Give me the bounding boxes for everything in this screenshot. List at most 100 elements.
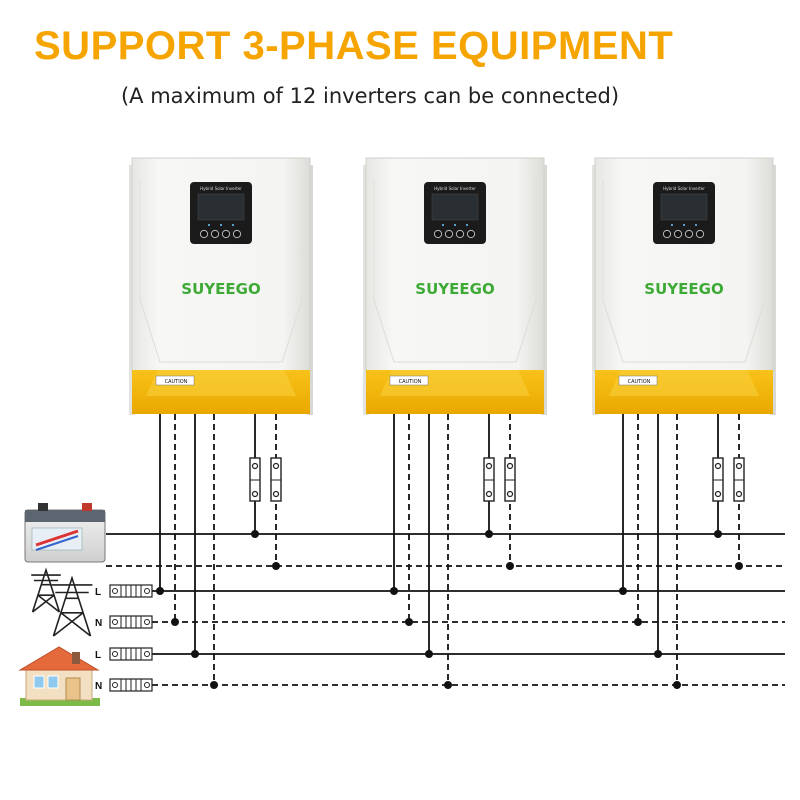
inverter-group: Hybrid Solar InverterSUYEEGOCAUTIONHybri…	[129, 157, 776, 415]
junction-dot	[390, 587, 398, 595]
lcd-screen	[660, 193, 708, 221]
house-roof	[18, 646, 100, 671]
wiring-group	[106, 414, 785, 689]
caution-label	[389, 375, 429, 386]
inverter-facet	[602, 180, 766, 300]
inverter-facet	[139, 299, 303, 363]
control-button	[662, 229, 672, 239]
tower-left	[31, 567, 61, 613]
inverter-facet	[602, 299, 766, 363]
fuse-terminal	[735, 490, 743, 498]
terminal-screw	[144, 619, 150, 625]
tower-right	[51, 575, 93, 637]
junction-dot	[405, 618, 413, 626]
fuse-terminal	[272, 490, 280, 498]
brand-logo: SUYEEGO	[415, 280, 494, 298]
control-button	[673, 229, 683, 239]
terminal-block: L	[95, 647, 153, 661]
fuse-terminal	[272, 462, 280, 470]
fuse-terminal	[485, 490, 493, 498]
fuse-terminal	[506, 490, 514, 498]
terminal-label: N	[95, 618, 102, 629]
terminal-block: L	[95, 584, 153, 598]
terminal-screw	[112, 588, 118, 594]
caution-text: CAUTION	[165, 379, 188, 385]
terminal-label: N	[95, 681, 102, 692]
house-window	[33, 675, 45, 689]
junction-dot	[654, 650, 662, 658]
grid-tower-icon	[31, 567, 93, 637]
house-door	[65, 677, 81, 701]
battery-terminal-pos	[82, 503, 92, 511]
control-button	[232, 229, 242, 239]
terminal-screw	[144, 651, 150, 657]
battery-terminal-neg	[38, 503, 48, 511]
junction-dot	[210, 681, 218, 689]
fuse-terminal	[714, 462, 722, 470]
terminal-screw	[144, 588, 150, 594]
control-button	[455, 229, 465, 239]
inverter-facet	[373, 299, 537, 363]
lawn	[20, 698, 100, 706]
caution-label	[618, 375, 658, 386]
junction-dot	[619, 587, 627, 595]
control-button	[695, 229, 705, 239]
brand-logo: SUYEEGO	[181, 280, 260, 298]
house-icon	[18, 646, 100, 706]
control-button	[199, 229, 209, 239]
terminal-screw	[112, 651, 118, 657]
page-subtitle: (A maximum of 12 inverters can be connec…	[120, 84, 620, 108]
junction-dot	[444, 681, 452, 689]
control-button	[444, 229, 454, 239]
caution-label	[155, 375, 195, 386]
display-caption: Hybrid Solar Inverter	[200, 186, 242, 191]
battery-lid	[25, 510, 105, 522]
display-caption: Hybrid Solar Inverter	[434, 186, 476, 191]
source-group: L N L N	[18, 503, 153, 706]
junction-dot	[506, 562, 514, 570]
junction-dot	[171, 618, 179, 626]
control-button	[221, 229, 231, 239]
terminal-screw	[112, 682, 118, 688]
page-title: SUPPORT 3-PHASE EQUIPMENT	[34, 24, 674, 68]
junction-dot	[714, 530, 722, 538]
fuse-terminal	[714, 490, 722, 498]
control-button	[684, 229, 694, 239]
junction-dot	[191, 650, 199, 658]
battery-stripe	[35, 535, 79, 551]
fuse-terminal	[735, 462, 743, 470]
status-led	[683, 224, 685, 226]
battery-icon	[24, 503, 106, 563]
junction-dot	[634, 618, 642, 626]
inverter-facet	[373, 180, 537, 300]
caution-text: CAUTION	[399, 379, 422, 385]
lcd-screen	[197, 193, 245, 221]
fuse-terminal	[251, 462, 259, 470]
terminal-label: L	[95, 587, 101, 598]
tower-frame	[31, 567, 61, 613]
lcd-screen	[431, 193, 479, 221]
junction-dot	[156, 587, 164, 595]
status-led	[466, 224, 468, 226]
control-button	[466, 229, 476, 239]
status-led	[220, 224, 222, 226]
junction-dot	[425, 650, 433, 658]
status-led	[671, 224, 673, 226]
status-led	[232, 224, 234, 226]
caution-text: CAUTION	[628, 379, 651, 385]
junction-dot	[485, 530, 493, 538]
control-button	[210, 229, 220, 239]
terminal-block: N	[95, 678, 153, 692]
tower-frame	[52, 575, 92, 637]
house-chimney	[72, 652, 80, 664]
junction-dot	[673, 681, 681, 689]
junction-dot	[735, 562, 743, 570]
brand-logo: SUYEEGO	[644, 280, 723, 298]
terminal-screw	[144, 682, 150, 688]
fuse-terminal	[485, 462, 493, 470]
inverter-facet	[139, 180, 303, 300]
battery-stripe	[35, 529, 79, 547]
junction-dot	[272, 562, 280, 570]
